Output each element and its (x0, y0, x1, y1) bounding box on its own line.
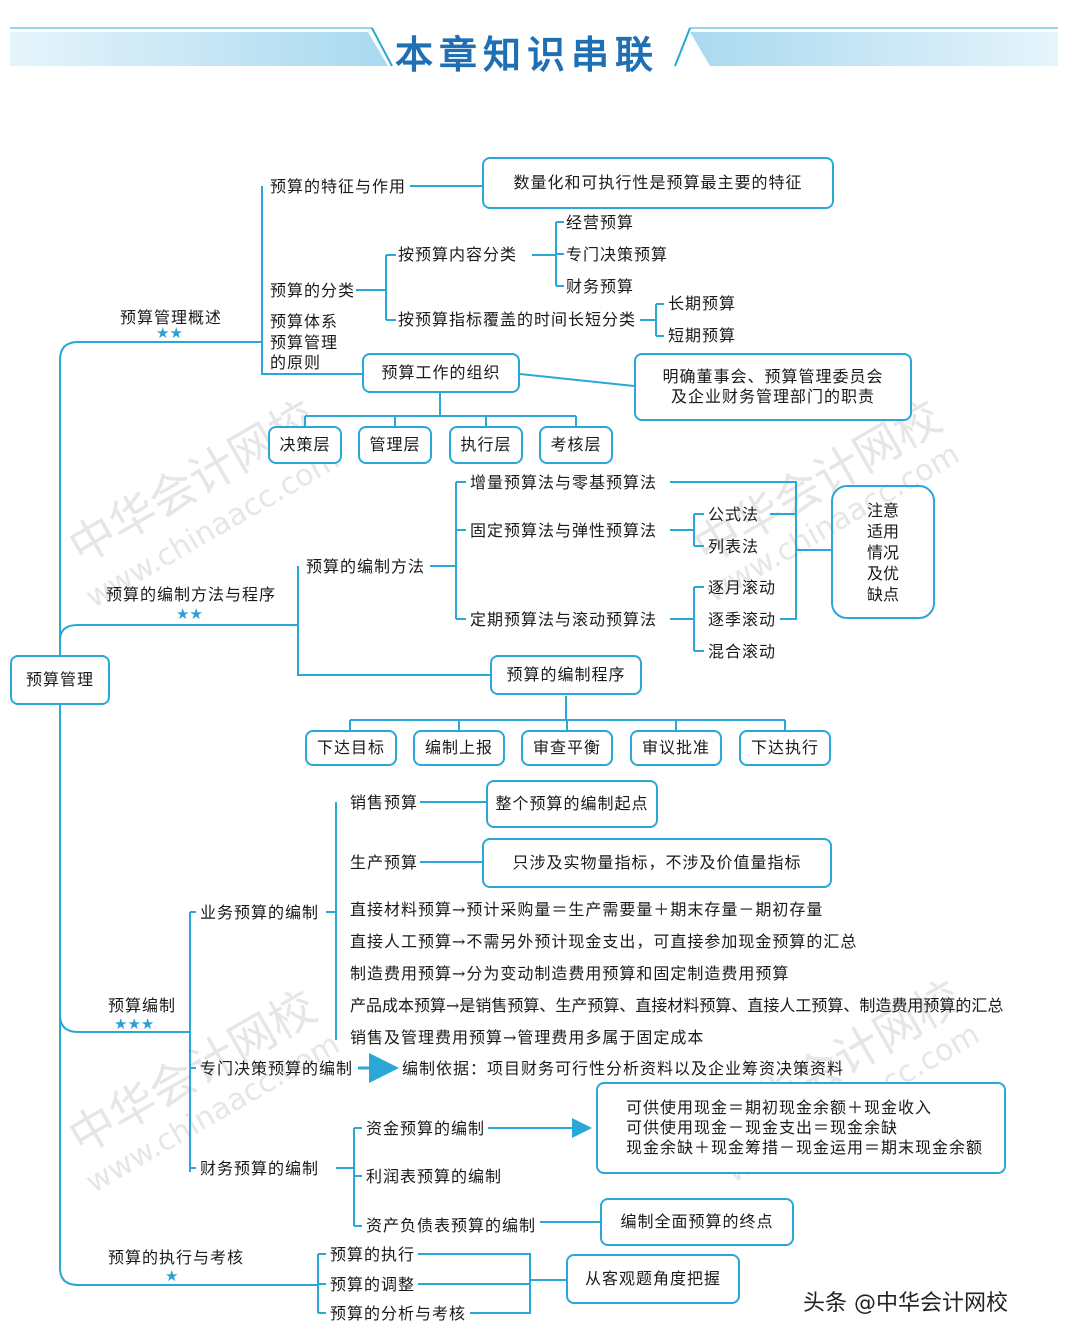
special-label: 专门决策预算的编制 (200, 1059, 354, 1078)
notes-line: 缺点 (866, 584, 899, 604)
cash-formula: 可供使用现金＝期初现金余额＋现金收入 (626, 1098, 933, 1117)
page-title: 本章知识串联 (395, 33, 660, 77)
notes-line: 情况 (866, 542, 899, 562)
footer-attribution: 头条 @中华会计网校 (803, 1291, 1008, 1316)
methods-stars: ★★ (176, 605, 203, 623)
special-basis: 编制依据：项目财务可行性分析资料以及企业筹资决策资料 (402, 1059, 845, 1078)
cash-formula: 现金余缺＋现金筹措－现金运用＝期末现金余额 (626, 1138, 984, 1157)
org-note-box: 明确董事会、预算管理委员会 及企业财务管理部门的职责 (634, 353, 912, 421)
sales-note-box: 整个预算的编制起点 (486, 780, 658, 828)
compile-label: 预算编制 (108, 996, 177, 1015)
notes-line: 及优 (866, 563, 899, 583)
rolling-item: 逐季滚动 (708, 610, 777, 629)
execution-item: 预算的调整 (330, 1275, 416, 1294)
balance-note-box: 编制全面预算的终点 (600, 1198, 794, 1246)
step-box: 编制上报 (413, 730, 505, 766)
step-box: 下达执行 (739, 730, 831, 766)
level-box: 决策层 (268, 426, 342, 464)
method-pair: 增量预算法与零基预算法 (470, 473, 658, 492)
org-note-line: 明确董事会、预算管理委员会 (662, 367, 884, 386)
principles-label-2: 的原则 (270, 353, 322, 372)
financial-label: 财务预算的编制 (200, 1159, 320, 1178)
root-node: 预算管理 (10, 655, 110, 705)
notes-line: 注意 (866, 500, 899, 520)
content-item: 经营预算 (566, 213, 635, 232)
execution-label: 预算的执行与考核 (108, 1248, 245, 1267)
step-box: 审议批准 (630, 730, 722, 766)
rolling-item: 混合滚动 (708, 642, 777, 661)
execution-stars: ★ (165, 1267, 179, 1285)
cash-formula-box: 可供使用现金＝期初现金余额＋现金收入 可供使用现金－现金支出＝现金余缺 现金余缺… (596, 1082, 1006, 1174)
compile-line: 制造费用预算→分为变动制造费用预算和固定制造费用预算 (350, 964, 790, 983)
compile-line: 直接人工预算→不需另外预计现金支出，可直接参加现金预算的汇总 (350, 932, 858, 951)
level-box: 管理层 (358, 426, 432, 464)
cash-formula: 可供使用现金－现金支出＝现金余缺 (626, 1118, 899, 1137)
classification-label: 预算的分类 (270, 281, 356, 300)
execution-item: 预算的分析与考核 (330, 1304, 467, 1323)
formula-item: 公式法 (708, 505, 760, 524)
compile-line: 销售及管理费用预算→管理费用多属于固定成本 (350, 1028, 705, 1047)
business-label: 业务预算的编制 (200, 903, 320, 922)
org-note-line: 及企业财务管理部门的职责 (670, 387, 875, 406)
organization-box: 预算工作的组织 (362, 353, 520, 393)
system-label: 预算体系 (270, 312, 339, 331)
by-time-label: 按预算指标覆盖的时间长短分类 (398, 310, 637, 329)
procedure-box: 预算的编制程序 (490, 655, 642, 695)
execution-item: 预算的执行 (330, 1245, 416, 1264)
cash-label: 资金预算的编制 (366, 1119, 486, 1138)
formula-item: 列表法 (708, 537, 760, 556)
income-label: 利润表预算的编制 (366, 1167, 503, 1186)
compile-stars: ★★★ (114, 1015, 155, 1033)
level-box: 执行层 (449, 426, 523, 464)
sales-label: 销售预算 (350, 793, 419, 812)
balance-label: 资产负债表预算的编制 (366, 1216, 537, 1235)
overview-label: 预算管理概述 (120, 308, 223, 327)
step-box: 下达目标 (305, 730, 397, 766)
notes-line: 适用 (866, 521, 899, 541)
notes-box: 注意 适用 情况 及优 缺点 (831, 485, 935, 619)
compile-line: 产品成本预算→是销售预算、生产预算、直接材料预算、直接人工预算、制造费用预算的汇… (350, 996, 1004, 1015)
content-item: 专门决策预算 (566, 245, 669, 264)
methods-label: 预算的编制方法 (306, 557, 426, 576)
execution-note-box: 从客观题角度把握 (566, 1254, 740, 1304)
method-pair: 定期预算法与滚动预算法 (470, 610, 658, 629)
by-content-label: 按预算内容分类 (398, 245, 518, 264)
production-label: 生产预算 (350, 853, 419, 872)
production-note-box: 只涉及实物量指标，不涉及价值量指标 (482, 838, 832, 888)
content-item: 财务预算 (566, 277, 635, 296)
time-item: 长期预算 (668, 294, 737, 313)
compile-line: 直接材料预算→预计采购量＝生产需要量＋期末存量－期初存量 (350, 900, 824, 919)
features-note-box: 数量化和可执行性是预算最主要的特征 (482, 157, 834, 209)
time-item: 短期预算 (668, 326, 737, 345)
features-label: 预算的特征与作用 (270, 177, 407, 196)
method-pair: 固定预算法与弹性预算法 (470, 521, 658, 540)
level-box: 考核层 (539, 426, 613, 464)
methods-section-label: 预算的编制方法与程序 (106, 585, 277, 604)
principles-label-1: 预算管理 (270, 333, 339, 352)
step-box: 审查平衡 (521, 730, 613, 766)
rolling-item: 逐月滚动 (708, 578, 777, 597)
overview-stars: ★★ (156, 324, 183, 342)
